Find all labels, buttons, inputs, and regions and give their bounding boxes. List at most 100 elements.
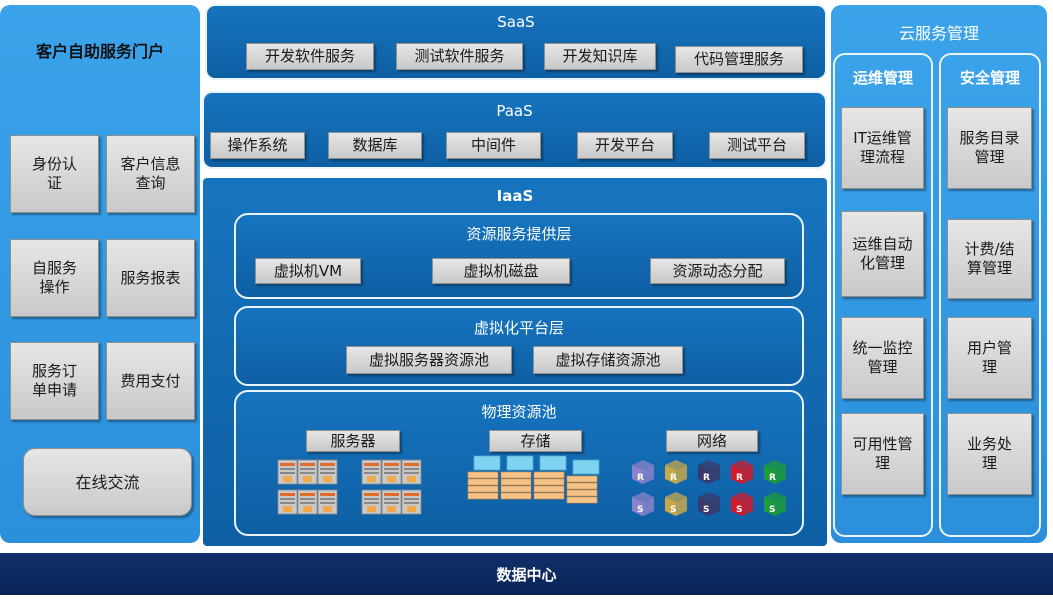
svg-text:S: S — [637, 505, 643, 515]
cloud-mgmt-panel: 云服务管理 运维管理 IT运维管理流程 运维自动化管理 统一监控管理 可用性管理… — [831, 5, 1047, 543]
resource-vm-disk[interactable]: 虚拟机磁盘 — [432, 258, 570, 284]
saas-test-software[interactable]: 测试软件服务 — [396, 43, 523, 70]
virtual-layer-title: 虚拟化平台层 — [236, 317, 802, 338]
resource-dynamic-allocation[interactable]: 资源动态分配 — [650, 258, 785, 284]
paas-title: PaaS — [204, 102, 825, 120]
portal-self-service[interactable]: 自服务操作 — [10, 239, 99, 317]
security-item-line: 理 — [967, 454, 1012, 473]
portal-service-report[interactable]: 服务报表 — [106, 239, 195, 317]
virtual-server-pool[interactable]: 虚拟服务器资源池 — [346, 346, 512, 374]
ops-item-line: 理 — [852, 454, 912, 473]
saas-knowledge-base[interactable]: 开发知识库 — [544, 43, 656, 70]
cloud-mgmt-title: 云服务管理 — [831, 20, 1047, 44]
saas-panel: SaaS 开发软件服务 测试软件服务 开发知识库 代码管理服务 — [205, 4, 827, 80]
resource-service-layer: 资源服务提供层 虚拟机VM 虚拟机磁盘 资源动态分配 — [234, 213, 804, 299]
security-billing[interactable]: 计费/结算管理 — [947, 219, 1032, 299]
physical-category-label: 网络 — [697, 432, 727, 451]
paas-middleware[interactable]: 中间件 — [446, 132, 541, 159]
physical-pool-title: 物理资源池 — [236, 401, 802, 422]
paas-os[interactable]: 操作系统 — [210, 132, 305, 159]
switch-icon: S — [632, 492, 654, 516]
security-business[interactable]: 业务处理 — [947, 413, 1032, 495]
paas-test-platform[interactable]: 测试平台 — [709, 132, 805, 159]
portal-item-line: 身份认 — [32, 155, 77, 174]
portal-item-line: 操作 — [32, 278, 77, 297]
paas-dev-platform[interactable]: 开发平台 — [577, 132, 673, 159]
svg-text:R: R — [637, 473, 644, 483]
paas-item-label: 操作系统 — [227, 136, 287, 155]
security-user-mgmt[interactable]: 用户管理 — [947, 317, 1032, 399]
ops-item-line: 管理 — [852, 358, 912, 377]
iaas-panel: IaaS 资源服务提供层 虚拟机VM 虚拟机磁盘 资源动态分配 虚拟化平台层 虚… — [203, 178, 827, 546]
saas-code-management[interactable]: 代码管理服务 — [675, 46, 803, 73]
virtual-storage-pool[interactable]: 虚拟存储资源池 — [533, 346, 683, 374]
datacenter-bar: 数据中心 — [0, 553, 1053, 595]
portal-item-line: 查询 — [120, 174, 180, 193]
physical-resource-pool: 物理资源池 服务器 存储 网络 — [234, 390, 804, 536]
iaas-title: IaaS — [203, 187, 827, 205]
svg-text:S: S — [736, 505, 742, 515]
svg-text:R: R — [670, 473, 677, 483]
router-icon: R — [764, 460, 786, 484]
portal-item-line: 服务订 — [32, 362, 77, 381]
datacenter-label: 数据中心 — [496, 564, 556, 585]
server-icons — [276, 458, 436, 520]
saas-dev-software[interactable]: 开发软件服务 — [246, 43, 374, 70]
online-chat-button[interactable]: 在线交流 — [23, 448, 192, 516]
ops-item-line: IT运维管 — [853, 129, 912, 148]
virtual-item-label: 虚拟存储资源池 — [555, 351, 660, 370]
virtualization-layer: 虚拟化平台层 虚拟服务器资源池 虚拟存储资源池 — [234, 306, 804, 386]
ops-automation[interactable]: 运维自动化管理 — [841, 211, 924, 297]
security-item-line: 用户管 — [967, 339, 1012, 358]
router-icon: R — [632, 460, 654, 484]
svg-text:R: R — [769, 473, 776, 483]
physical-servers-label: 服务器 — [306, 430, 400, 452]
portal-item-line: 自服务 — [32, 259, 77, 278]
ops-availability[interactable]: 可用性管理 — [841, 413, 924, 495]
security-item-line: 服务目录 — [959, 129, 1019, 148]
saas-title: SaaS — [207, 13, 825, 31]
physical-network-label: 网络 — [666, 430, 758, 452]
switch-icon: S — [731, 492, 753, 516]
router-icon: R — [665, 460, 687, 484]
portal-item-line: 客户信息 — [120, 155, 180, 174]
ops-item-line: 统一监控 — [852, 339, 912, 358]
paas-item-label: 数据库 — [352, 136, 397, 155]
resource-item-label: 虚拟机VM — [274, 262, 342, 281]
resource-item-label: 虚拟机磁盘 — [463, 262, 538, 281]
customer-portal-panel: 客户自助服务门户 身份认证 客户信息查询 自服务操作 服务报表 服务订单申请 费… — [0, 5, 200, 543]
portal-item-line: 费用支付 — [120, 372, 180, 391]
ops-monitoring[interactable]: 统一监控管理 — [841, 317, 924, 399]
security-service-catalog[interactable]: 服务目录管理 — [947, 107, 1032, 189]
paas-item-label: 中间件 — [471, 136, 516, 155]
portal-identity-auth[interactable]: 身份认证 — [10, 135, 99, 213]
ops-it-process[interactable]: IT运维管理流程 — [841, 107, 924, 189]
svg-text:S: S — [670, 505, 676, 515]
svg-text:S: S — [703, 505, 709, 515]
switch-icon: S — [764, 492, 786, 516]
saas-item-label: 开发软件服务 — [265, 47, 355, 66]
ops-item-line: 运维自动 — [852, 235, 912, 254]
security-item-line: 算管理 — [964, 259, 1014, 278]
portal-item-line: 单申请 — [32, 381, 77, 400]
portal-item-line: 服务报表 — [120, 269, 180, 288]
paas-item-label: 开发平台 — [595, 136, 655, 155]
saas-item-label: 开发知识库 — [562, 47, 637, 66]
paas-database[interactable]: 数据库 — [328, 132, 422, 159]
router-icon: R — [731, 460, 753, 484]
physical-storage-label: 存储 — [489, 430, 582, 452]
portal-order-request[interactable]: 服务订单申请 — [10, 342, 99, 420]
ops-item-line: 理流程 — [853, 148, 912, 167]
saas-item-label: 测试软件服务 — [414, 47, 504, 66]
storage-icons — [464, 454, 604, 520]
svg-text:S: S — [769, 505, 775, 515]
portal-customer-info[interactable]: 客户信息查询 — [106, 135, 195, 213]
physical-category-label: 存储 — [520, 432, 550, 451]
switch-icon: S — [698, 492, 720, 516]
portal-payment[interactable]: 费用支付 — [106, 342, 195, 420]
physical-category-label: 服务器 — [330, 432, 375, 451]
paas-item-label: 测试平台 — [727, 136, 787, 155]
security-item-line: 业务处 — [967, 435, 1012, 454]
resource-vm[interactable]: 虚拟机VM — [255, 258, 361, 284]
